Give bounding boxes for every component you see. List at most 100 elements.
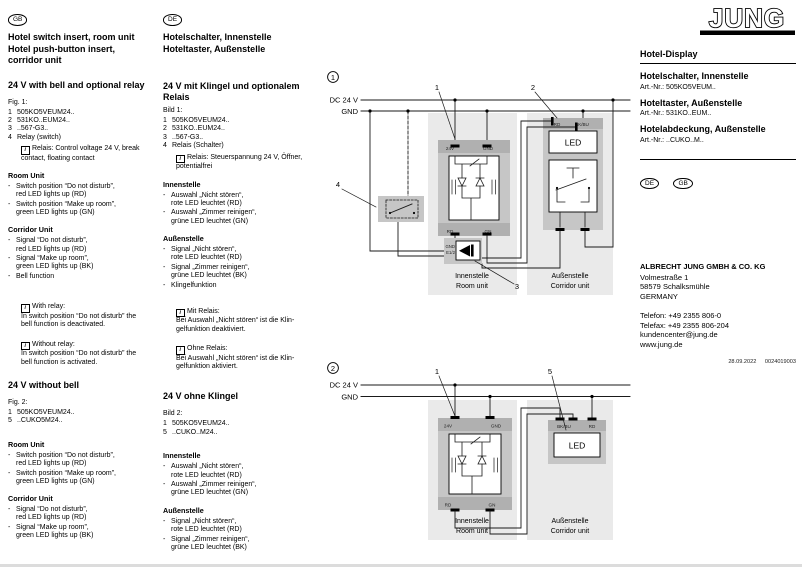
footer-date: 28.09.2022 (728, 359, 757, 365)
bullet-dash (163, 209, 171, 225)
list-item: Signal „Nicht stören“, rote LED leuchtet… (163, 518, 321, 534)
list-item: Switch position “Make up room”, green LE… (8, 470, 158, 486)
bullet-dash (8, 452, 16, 468)
list-item: Signal „Zimmer reinigen“, grüne LED leuc… (163, 536, 321, 552)
aussenstelle-heading-2: Außenstelle (163, 505, 204, 515)
column-right: JUNG Hotel-Display Hotelschalter, Innens… (640, 2, 796, 349)
legend-item: 5..CUKO..M24.. (163, 428, 218, 436)
list-item: Auswahl „Nicht stören“, rote LED leuchte… (163, 192, 321, 208)
diagram-number-circle (327, 71, 339, 83)
room-terminals (450, 416, 495, 512)
terminal-label-bkbu: BK/BU (557, 424, 571, 429)
leader-5 (551, 375, 567, 431)
jung-logo: JUNG (640, 2, 796, 42)
room-terminals (450, 144, 492, 236)
bus-label-gnd: GND (341, 392, 358, 401)
bullet-dash (163, 518, 171, 534)
info-icon: i (176, 154, 185, 164)
pushbutton-symbol (555, 167, 590, 228)
product-name: Hotelschalter, Innenstelle (640, 71, 749, 81)
diagram-2: 2 DC 24 V GND 24V GND RD GN (327, 362, 631, 540)
callout-2: 2 (531, 83, 535, 92)
innenstelle-heading-2: Innenstelle (163, 451, 201, 461)
gn-link-wire (489, 413, 574, 535)
list-item: Switch position “Make up room”, green LE… (8, 201, 158, 217)
section-heading-de-1: 24 V mit Klingel und optionalem Relais (163, 81, 300, 102)
lang-badge-de: DE (163, 14, 183, 26)
svg-text:Innenstelle: Innenstelle (455, 273, 489, 280)
article-number: Art.-Nr.: 505KO5VEUM.. (640, 83, 716, 91)
bullet-dash (8, 201, 16, 217)
section-heading-de-2: 24 V ohne Klingel (163, 391, 239, 402)
bullet-dash (8, 273, 16, 281)
junction-dots (453, 383, 594, 399)
list-item: Klingelfunktion (163, 282, 321, 290)
doc-title-en: Hotel switch insert, room unit Hotel pus… (8, 32, 135, 65)
bullet-dash (163, 463, 171, 479)
bell-device: GND E1/2 (444, 238, 482, 264)
bullet-dash (163, 282, 171, 290)
figure-label-en-1: Fig. 1: (8, 98, 28, 106)
bullet-dash (163, 192, 171, 208)
diagram-number: 1 (331, 73, 335, 82)
diagram-2-captions: Innenstelle Room unit Außenstelle Corrid… (455, 518, 589, 535)
bullet-dash (8, 237, 16, 253)
company-contact: Telefon: +49 2355 806-0 Telefax: +49 235… (640, 311, 730, 349)
language-badges: DE GB (640, 172, 796, 190)
room-unit-device: 24V GND RD GN (438, 416, 512, 512)
link-terminal (551, 117, 554, 126)
supply-wires (454, 384, 593, 421)
bullet-dash (163, 481, 171, 497)
divider (640, 158, 796, 160)
gn-link-wire (486, 126, 576, 264)
document-footer: 28.09.2022 0024019003 (640, 359, 796, 365)
relay-symbol (378, 196, 424, 222)
junction-dots (368, 98, 615, 113)
bus-label-24v: DC 24 V (330, 96, 358, 105)
room-circuit-symbol (451, 433, 498, 495)
bullet-dash (8, 524, 16, 540)
figure-label-de-2: Bild 2: (163, 410, 183, 418)
column-german: DE Hotelschalter, Innenstelle Hoteltaste… (163, 8, 321, 553)
doc-title-de: Hotelschalter, Innenstelle Hoteltaster, … (163, 32, 272, 54)
svg-text:Room unit: Room unit (456, 528, 488, 535)
jung-logo-text: JUNG (709, 4, 785, 33)
diagram-number: 2 (331, 364, 335, 373)
list-item: Switch position “Do not disturb”, red LE… (8, 183, 158, 199)
diagram-1: 1 DC 24 V GND 4 (327, 71, 631, 295)
link-terminal (575, 122, 578, 131)
bottom-edge-bar (0, 564, 802, 567)
terminal-label-gn: GN (485, 229, 492, 234)
speaker-icon (459, 245, 470, 257)
section-heading-en-2: 24 V without bell (8, 379, 80, 390)
speaker-icon (471, 244, 474, 257)
leader-1 (438, 91, 456, 140)
diagram-number-circle (327, 362, 339, 374)
corridor-unit-device: RD BK/BU LED (543, 118, 603, 231)
bullet-dash (8, 506, 16, 522)
svg-text:Außenstelle: Außenstelle (552, 273, 589, 280)
info-icon: i (21, 304, 30, 313)
corridor-terminals (555, 228, 590, 231)
corridor-unit-heading-en-2: Corridor Unit (8, 494, 53, 504)
list-item: Auswahl „Zimmer reinigen“, grüne LED leu… (163, 481, 321, 497)
article-number: Art.-Nr.: 531KO..EUM.. (640, 110, 712, 117)
bullet-dash (8, 470, 16, 486)
leader-3 (474, 260, 515, 285)
corridor-terminal (587, 417, 597, 421)
callout-5: 5 (548, 367, 552, 376)
diagram-1-captions: Innenstelle Room unit Außenstelle Corrid… (455, 273, 589, 290)
bus-lines (360, 99, 631, 112)
info-icon: i (176, 346, 185, 355)
list-item: Signal “Make up room”, green LED lights … (8, 524, 158, 540)
